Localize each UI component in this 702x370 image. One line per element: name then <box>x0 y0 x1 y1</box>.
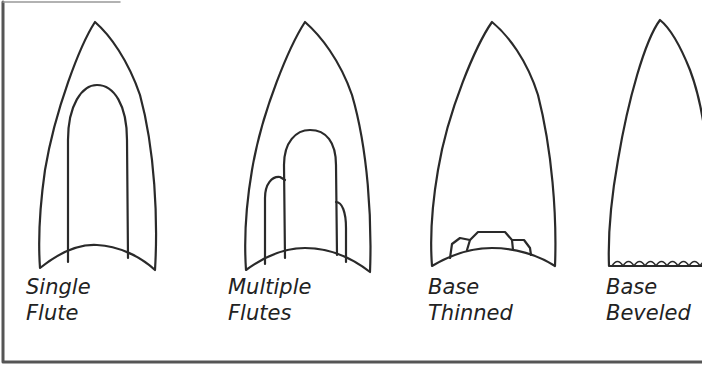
frame-line <box>3 2 702 362</box>
bevel-scallop <box>678 262 689 267</box>
point-type-label: Single Flute <box>26 274 116 326</box>
frame-line <box>3 1 120 3</box>
flute-scar <box>336 202 346 262</box>
point-type-label: Base Thinned <box>428 274 533 326</box>
bevel-scallop <box>623 262 634 267</box>
thinning-flake <box>450 238 470 258</box>
bevel-scallop <box>667 262 678 267</box>
bevel-scallops <box>612 262 702 267</box>
bevel-scallop <box>689 262 700 267</box>
point-outline <box>39 22 156 270</box>
flute-scar <box>68 85 128 262</box>
bevel-scallop <box>645 262 656 267</box>
bevel-scallop <box>700 262 702 267</box>
point-outline <box>609 20 702 266</box>
bevel-scallop <box>656 262 667 267</box>
bevel-scallop <box>634 262 645 267</box>
point-outline <box>245 22 370 272</box>
bevel-scallop <box>612 262 623 267</box>
flute-scar <box>265 177 285 264</box>
point-type-label: Multiple Flutes <box>228 274 353 326</box>
thinning-flake <box>512 240 531 255</box>
point-outline <box>431 22 555 266</box>
point-type-label: Base Beveled <box>606 274 698 326</box>
flute-scar <box>284 130 337 258</box>
thinning-flake <box>467 232 513 250</box>
